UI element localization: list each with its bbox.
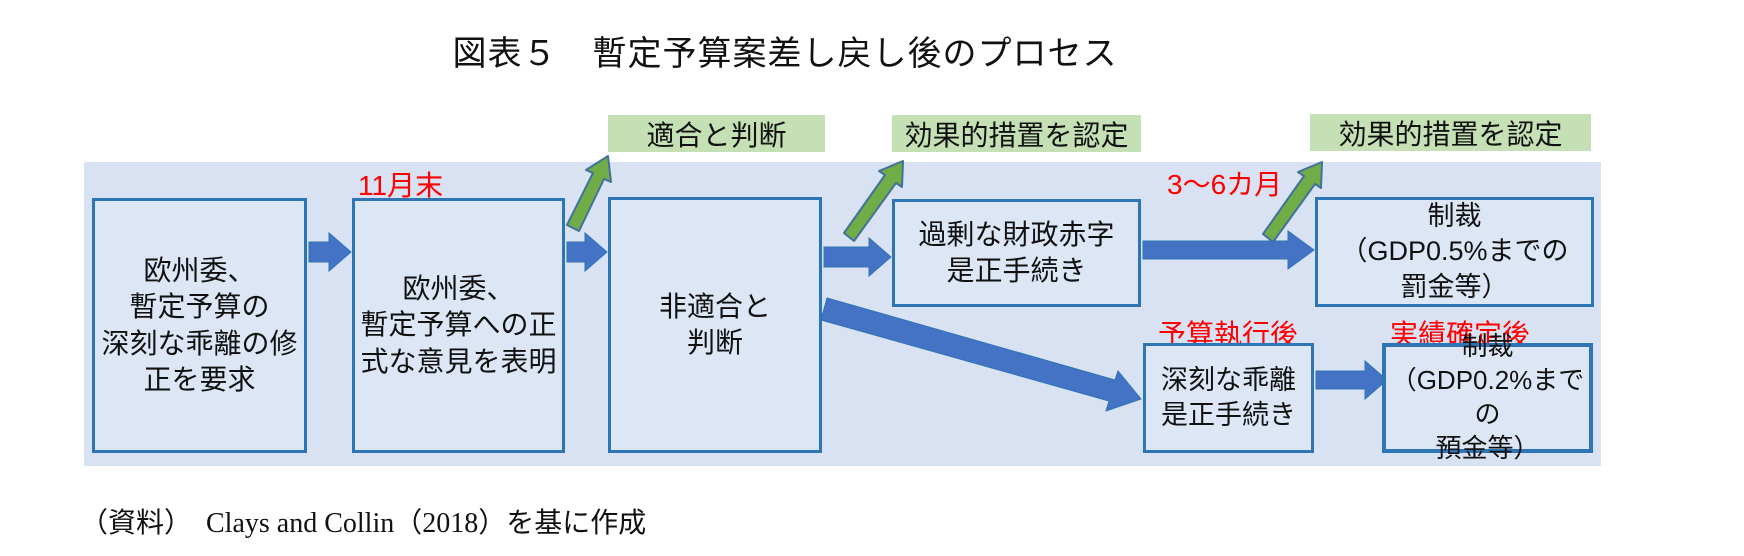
process-box-text: 非適合と 判断 — [658, 290, 771, 358]
outcome-label-effective-measures-1: 効果的措置を認定 — [892, 115, 1141, 152]
process-box-text: 制裁 （GDP0.2%までの 預金等） — [1390, 331, 1585, 463]
outcome-label-compliant: 適合と判断 — [608, 115, 825, 152]
process-box-ec-formal-opinion: 欧州委、 暫定予算への正 式な意見を表明 — [352, 198, 565, 453]
diagram-title: 図表５ 暫定予算案差し戻し後のプロセス — [452, 36, 1118, 73]
process-box-text: 深刻な乖離 是正手続き — [1161, 364, 1296, 430]
annotation-3-to-6-months: 3～6カ月 — [1167, 169, 1283, 200]
process-box-sanction-deposit: 制裁 （GDP0.2%までの 預金等） — [1382, 331, 1593, 463]
process-box-sanction-fine: 制裁 （GDP0.5%までの 罰金等） — [1315, 197, 1594, 307]
process-box-text: 制裁 （GDP0.5%までの 罰金等） — [1340, 201, 1569, 302]
process-box-text: 欧州委、 暫定予算への正 式な意見を表明 — [360, 272, 557, 377]
source-caption: （資料） Clays and Collin（2018）を基に作成 — [80, 508, 647, 539]
process-box-ec-requests-correction: 欧州委、 暫定予算の 深刻な乖離の修 正を要求 — [92, 198, 307, 453]
outcome-label-effective-measures-2: 効果的措置を認定 — [1310, 114, 1591, 151]
process-box-excessive-deficit-procedure: 過剰な財政赤字 是正手続き — [892, 199, 1141, 307]
process-box-judged-noncompliant: 非適合と 判断 — [608, 197, 822, 453]
process-box-text: 過剰な財政赤字 是正手続き — [918, 218, 1115, 286]
annotation-november-end: 11月末 — [358, 170, 444, 201]
process-box-text: 欧州委、 暫定予算の 深刻な乖離の修 正を要求 — [101, 254, 298, 395]
process-box-serious-deviation-procedure: 深刻な乖離 是正手続き — [1143, 343, 1314, 453]
